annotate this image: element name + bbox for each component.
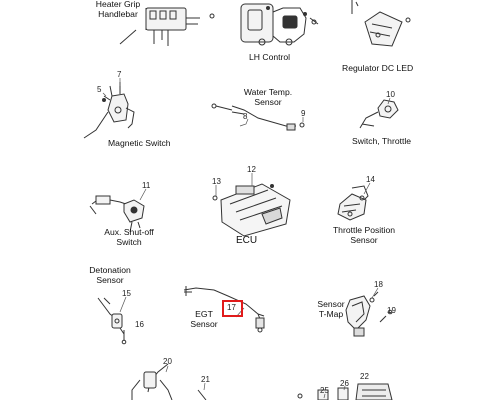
label-tps-line1: Throttle Position — [332, 225, 396, 235]
label-water-temp-line2: Sensor — [254, 96, 282, 107]
callout-leaders — [102, 78, 393, 399]
label-regulator: Regulator DC LED — [342, 63, 414, 73]
callout-12: 12 — [247, 165, 256, 174]
heater-grip-harness-drawing — [119, 7, 200, 46]
callout-5: 5 — [97, 85, 102, 94]
label-ecu: ECU — [236, 235, 258, 246]
magnetic-switch-drawing — [83, 82, 135, 139]
callout-21: 21 — [201, 375, 210, 384]
regulator-drawing — [351, 0, 411, 47]
label-tps-line2: Sensor — [350, 234, 378, 245]
throttle-position-sensor-drawing — [337, 185, 369, 221]
label-egt-sensor: EGT Sensor — [188, 309, 220, 329]
callout-9: 9 — [301, 109, 306, 118]
label-throttle-position-sensor: Throttle Position Sensor — [324, 225, 404, 245]
label-aux-line2: Switch — [116, 236, 142, 247]
label-aux-line1: Aux. Shut-off — [104, 227, 154, 237]
callout-19: 19 — [387, 306, 396, 315]
label-magnetic-switch: Magnetic Switch — [108, 138, 171, 148]
callout-14: 14 — [366, 175, 375, 184]
label-heater-grip-line2: Handlebar — [98, 8, 138, 19]
callout-8: 8 — [243, 112, 248, 121]
callout-18: 18 — [374, 280, 383, 289]
callout-15: 15 — [122, 289, 131, 298]
aux-shutoff-switch-drawing — [89, 195, 145, 233]
label-egt-line2: Sensor — [190, 318, 218, 329]
callout-11: 11 — [142, 181, 151, 190]
label-tmap-sensor: Sensor T-Map — [314, 299, 348, 319]
callout-26: 26 — [340, 379, 349, 388]
label-egt-line1: EGT — [195, 309, 213, 319]
label-water-temp-line1: Water Temp. — [243, 87, 293, 97]
callout-17: 17 — [227, 303, 236, 312]
label-detonation-line1: Detonation — [89, 265, 131, 275]
label-tmap-line1: Sensor — [317, 299, 345, 309]
ecu-drawing — [212, 183, 291, 237]
label-switch-throttle: Switch, Throttle — [352, 136, 412, 146]
callout-13: 13 — [212, 177, 221, 186]
label-tmap-line2: T-Map — [318, 308, 344, 319]
label-detonation-line2: Sensor — [96, 274, 124, 285]
throttle-switch-drawing — [359, 99, 399, 129]
label-lh-control: LH Control — [249, 52, 291, 62]
label-detonation-sensor: Detonation Sensor — [84, 265, 136, 285]
highlighted-callout-box — [222, 300, 243, 317]
callout-16: 16 — [135, 320, 144, 329]
tmap-sensor-drawing — [345, 291, 393, 337]
label-aux-shutoff-switch: Aux. Shut-off Switch — [94, 227, 164, 247]
lh-control-drawing — [209, 3, 319, 46]
callout-22: 22 — [360, 372, 369, 381]
label-heater-grip: Heater Grip Handlebar — [88, 0, 148, 19]
callout-20: 20 — [163, 357, 172, 366]
main-harness-drawing — [131, 363, 393, 400]
egt-sensor-drawing — [183, 286, 265, 333]
detonation-sensor-drawing — [97, 297, 127, 345]
callout-25: 25 — [320, 386, 329, 395]
water-temp-sensor-drawing — [211, 103, 305, 131]
callout-7: 7 — [117, 70, 122, 79]
label-heater-grip-line1: Heater Grip — [95, 0, 141, 9]
callout-10: 10 — [386, 90, 395, 99]
label-water-temp-sensor: Water Temp. Sensor — [236, 87, 300, 107]
